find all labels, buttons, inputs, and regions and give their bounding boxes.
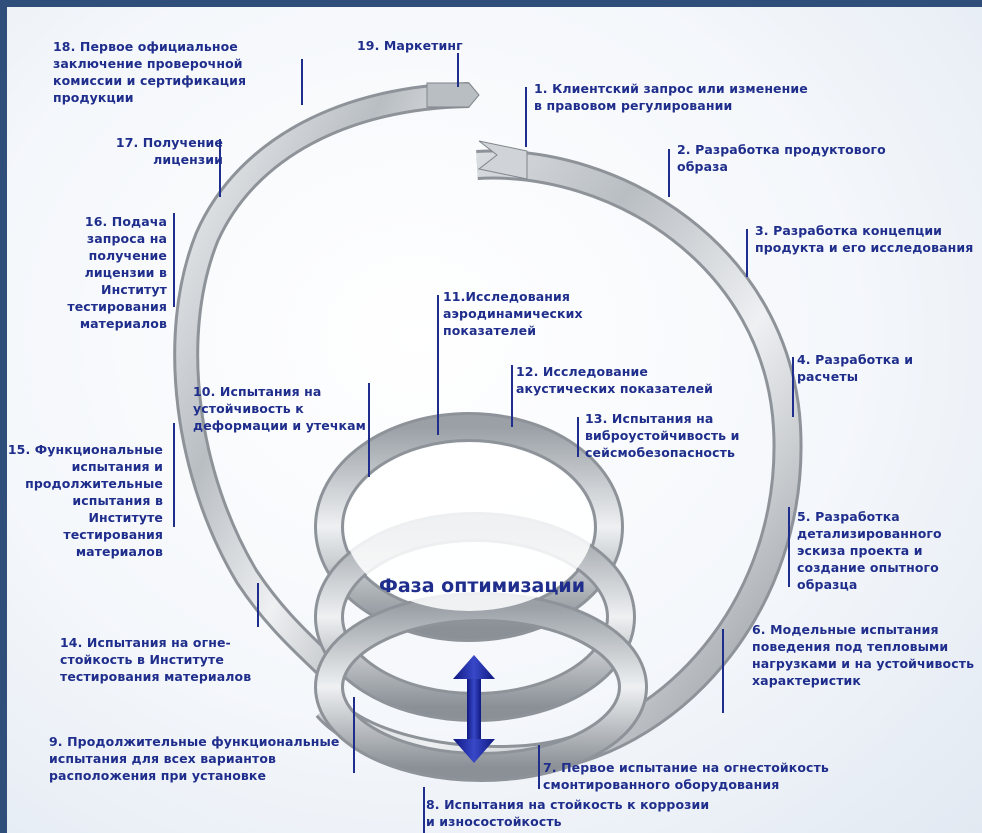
leader-lines [173,53,794,833]
double-arrow [453,655,495,763]
step-7-label: 7. Первое испытание на огнестойкость смо… [543,760,829,792]
ribbon-end-notch [477,140,528,180]
center-phase-label: Фаза оптимизации [379,575,586,597]
step-19-label: 19. Маркетинг [357,38,463,53]
step-11-label: 11.Исследования аэродинамических показат… [443,289,583,338]
step-3-label: 3. Разработка концепции продукта и его и… [755,223,974,255]
step-18-label: 18. Первое официальное заключение провер… [53,39,247,105]
step-6-label: 6. Модельные испытания поведения под теп… [752,622,975,688]
step-5-label: 5. Разработка детализированного эскиза п… [797,509,942,592]
step-13-label: 13. Испытания на виброустойчивость и сей… [585,411,740,460]
step-1-label: 1. Клиентский запрос или изменение в пра… [534,81,808,113]
step-12-label: 12. Исследование акустических показателе… [516,364,713,396]
diagram-canvas: 19. Маркетинг 1. Клиентский запрос или и… [7,7,982,833]
step-10-label: 10. Испытания на устойчивость к деформац… [193,384,366,433]
spiral-ribbon [173,53,803,833]
step-14-label: 14. Испытания на огне- стойкость в Инсти… [60,635,252,684]
ribbon-end-top [426,82,480,108]
step-16-label: 16. Подача запроса на получение лицензии… [67,214,167,331]
step-9-label: 9. Продолжительные функциональные испыта… [49,734,340,783]
step-2-label: 2. Разработка продуктового образа [677,142,886,174]
step-8-label: 8. Испытания на стойкость к коррозии и и… [426,797,710,829]
step-4-label: 4. Разработка и расчеты [797,352,914,384]
step-15-label: 15. Функциональные испытания и продолжит… [7,442,163,559]
step-17-label: 17. Получение лицензии [115,135,223,167]
